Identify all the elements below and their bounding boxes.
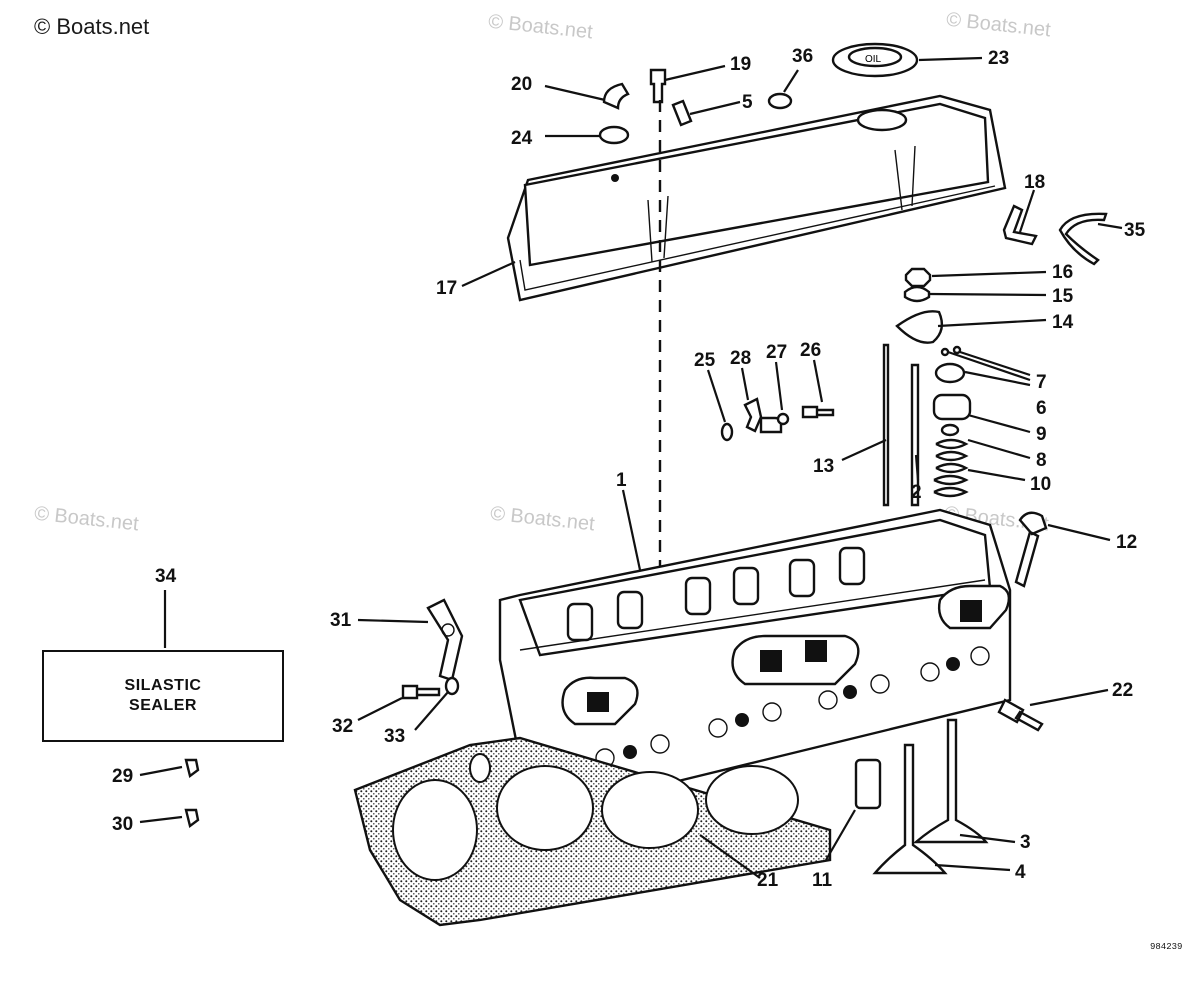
bracket-28 <box>743 397 763 433</box>
grommet <box>767 92 793 110</box>
callout-6: 6 <box>1036 398 1047 419</box>
bracket <box>1002 204 1038 246</box>
wire-clip <box>671 99 693 127</box>
callout-11: 11 <box>812 870 833 891</box>
o-ring <box>940 423 960 437</box>
callout-34: 34 <box>155 566 177 587</box>
rocker-cover <box>506 94 1007 302</box>
callout-21: 21 <box>757 870 779 891</box>
callout-36: 36 <box>792 46 813 67</box>
callout-23: 23 <box>988 48 1009 69</box>
clip-30 <box>184 808 200 829</box>
callout-28: 28 <box>730 348 751 369</box>
callout-12: 12 <box>1116 532 1137 553</box>
oil-filler-hole <box>856 108 908 132</box>
valve-spring <box>933 474 969 498</box>
valve-springs-row <box>566 546 866 642</box>
callout-16: 16 <box>1052 262 1073 283</box>
callout-10: 10 <box>1030 474 1051 495</box>
leader-lines <box>139 56 1123 879</box>
lockwasher-33 <box>444 676 460 696</box>
callout-32: 32 <box>332 716 353 737</box>
callout-24: 24 <box>511 128 533 149</box>
diagram-id: 984239 <box>1150 942 1183 952</box>
spark-plug-holes <box>595 646 990 768</box>
silastic-sealer-box: SILASTIC SEALER <box>42 650 284 742</box>
callout-30: 30 <box>112 814 133 835</box>
callout-9: 9 <box>1036 424 1047 445</box>
callout-27: 27 <box>766 342 787 363</box>
valve-exhaust <box>912 718 989 844</box>
sealer-label-line1: SILASTIC <box>124 677 202 694</box>
oil-cap-label: OIL <box>865 54 882 65</box>
callout-31: 31 <box>330 610 352 631</box>
callout-13: 13 <box>813 456 834 477</box>
bracket-bolt <box>401 684 441 700</box>
nut-16 <box>904 267 932 288</box>
callout-19: 19 <box>730 54 751 75</box>
callout-4: 4 <box>1015 862 1026 883</box>
callout-22: 22 <box>1112 680 1133 701</box>
grommet-24 <box>598 125 630 145</box>
rocker-arm <box>895 310 944 344</box>
spark-plug-shield <box>1058 212 1108 266</box>
head-bolt <box>1014 511 1048 588</box>
ball-15 <box>903 285 931 303</box>
cylinder-head <box>498 508 1012 807</box>
spring-cap <box>934 362 966 384</box>
callout-numbers: 1 2 3 4 5 6 7 8 9 10 11 12 13 14 15 16 1… <box>112 46 1146 891</box>
callout-33: 33 <box>384 726 405 747</box>
watermark-top-left: © Boats.net <box>34 14 150 39</box>
push-rod <box>882 343 890 507</box>
callout-35: 35 <box>1124 220 1146 241</box>
callout-3: 3 <box>1020 832 1031 853</box>
callout-2: 2 <box>911 482 922 503</box>
valve-lifter <box>854 758 882 810</box>
callout-20: 20 <box>511 74 532 95</box>
valve-spring-inner <box>935 438 969 474</box>
head-gasket <box>353 736 832 927</box>
sealer-label-line2: SEALER <box>129 697 197 714</box>
callout-29: 29 <box>112 766 133 787</box>
exhaust-ports <box>561 584 1011 726</box>
cover-bolt <box>649 68 667 104</box>
lifting-bracket <box>426 598 464 682</box>
callout-1: 1 <box>616 470 627 491</box>
callout-17: 17 <box>436 278 457 299</box>
callout-7: 7 <box>1036 372 1047 393</box>
callout-5: 5 <box>742 92 753 113</box>
callout-15: 15 <box>1052 286 1074 307</box>
lockwasher-27 <box>776 412 790 426</box>
callout-25: 25 <box>694 350 716 371</box>
callout-26: 26 <box>800 340 821 361</box>
oil-seal-shield <box>932 393 972 421</box>
temperature-sender <box>997 698 1044 732</box>
callout-8: 8 <box>1036 450 1047 471</box>
screw-26 <box>801 405 835 419</box>
clip-29 <box>184 758 200 779</box>
oil-filler-cap: OIL <box>831 42 919 78</box>
pcv-elbow <box>602 82 630 110</box>
washer-25 <box>720 422 734 442</box>
valve-intake <box>872 743 948 875</box>
callout-14: 14 <box>1052 312 1074 333</box>
callout-18: 18 <box>1024 172 1045 193</box>
